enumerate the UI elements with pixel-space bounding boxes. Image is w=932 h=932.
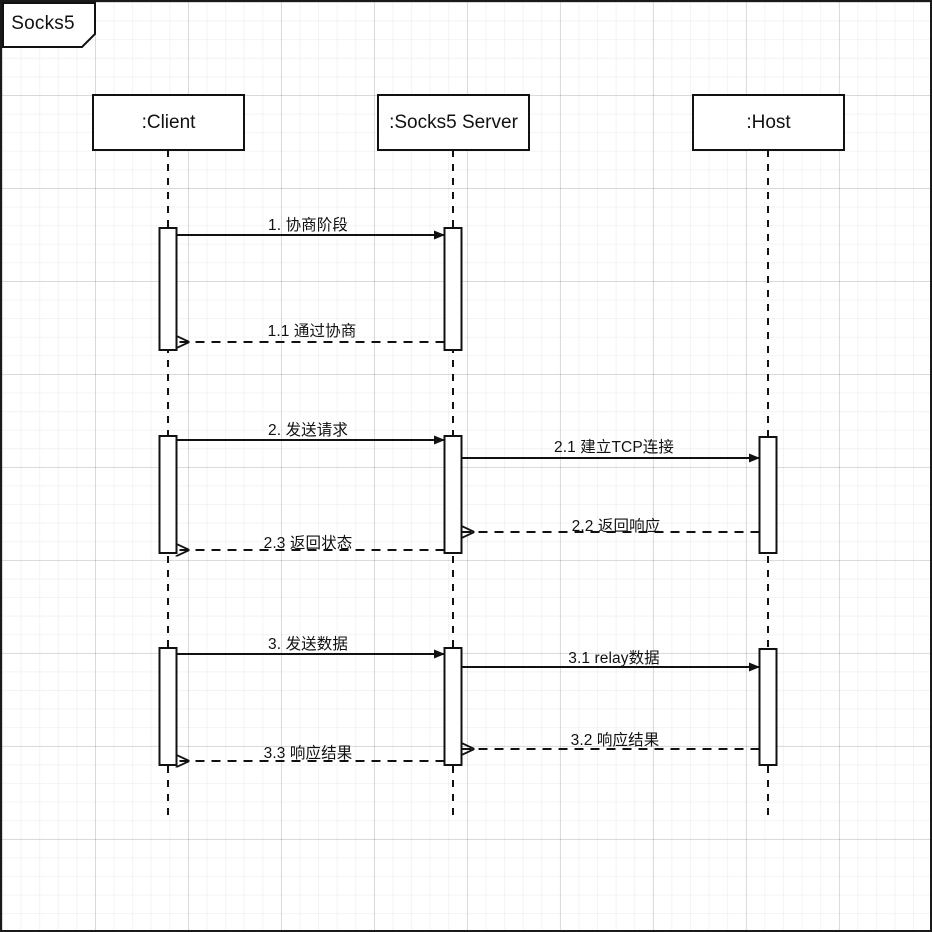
activation-bar-host-6[interactable]: [758, 436, 778, 554]
activation-bar-server-4[interactable]: [443, 435, 463, 554]
lifeline-head-box-host[interactable]: [692, 94, 845, 151]
activation-bar-client-0[interactable]: [158, 227, 178, 351]
lifeline-head-box-client[interactable]: [92, 94, 245, 151]
activation-bar-client-1[interactable]: [158, 435, 178, 554]
activation-bars-group: [158, 227, 778, 766]
activation-bar-server-5[interactable]: [443, 647, 463, 766]
lifeline-head-box-server[interactable]: [377, 94, 530, 151]
message-arrows-group: [177, 230, 760, 761]
frame-label-shape: [2, 2, 96, 48]
activation-bar-server-3[interactable]: [443, 227, 463, 351]
activation-bar-host-7[interactable]: [758, 648, 778, 766]
activation-bar-client-2[interactable]: [158, 647, 178, 766]
